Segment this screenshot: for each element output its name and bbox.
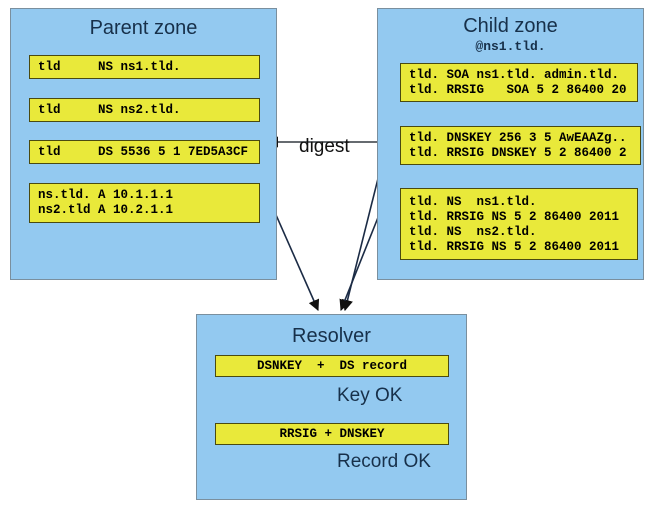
resolver-step-key-check: DSNKEY + DS record [215,355,449,377]
key-ok-label: Key OK [337,385,403,406]
record-ok-label: Record OK [337,451,431,472]
parent-zone-title: Parent zone [89,17,198,39]
child-zone-panel: Child zone @ns1.tld. tld. SOA ns1.tld. a… [377,8,644,280]
resolver-title: Resolver [292,325,371,347]
parent-record-glue-a: ns.tld. A 10.1.1.1 ns2.tld A 10.2.1.1 [29,183,260,223]
resolver-step-record-check: RRSIG + DNSKEY [215,423,449,445]
child-record-dnskey: tld. DNSKEY 256 3 5 AwEAAZg.. tld. RRSIG… [400,126,641,165]
child-zone-title: Child zone [463,15,558,37]
child-zone-subtitle: @ns1.tld. [475,39,546,54]
child-record-soa: tld. SOA ns1.tld. admin.tld. tld. RRSIG … [400,63,638,102]
parent-record-ds: tld DS 5536 5 1 7ED5A3CF [29,140,260,164]
resolver-panel: Resolver DSNKEY + DS record RRSIG + DNSK… [196,314,467,500]
parent-record-ns2: tld NS ns2.tld. [29,98,260,122]
child-record-ns: tld. NS ns1.tld. tld. RRSIG NS 5 2 86400… [400,188,638,260]
parent-record-ns1: tld NS ns1.tld. [29,55,260,79]
parent-zone-panel: Parent zone tld NS ns1.tld. tld NS ns2.t… [10,8,277,280]
digest-label: digest [299,136,350,157]
